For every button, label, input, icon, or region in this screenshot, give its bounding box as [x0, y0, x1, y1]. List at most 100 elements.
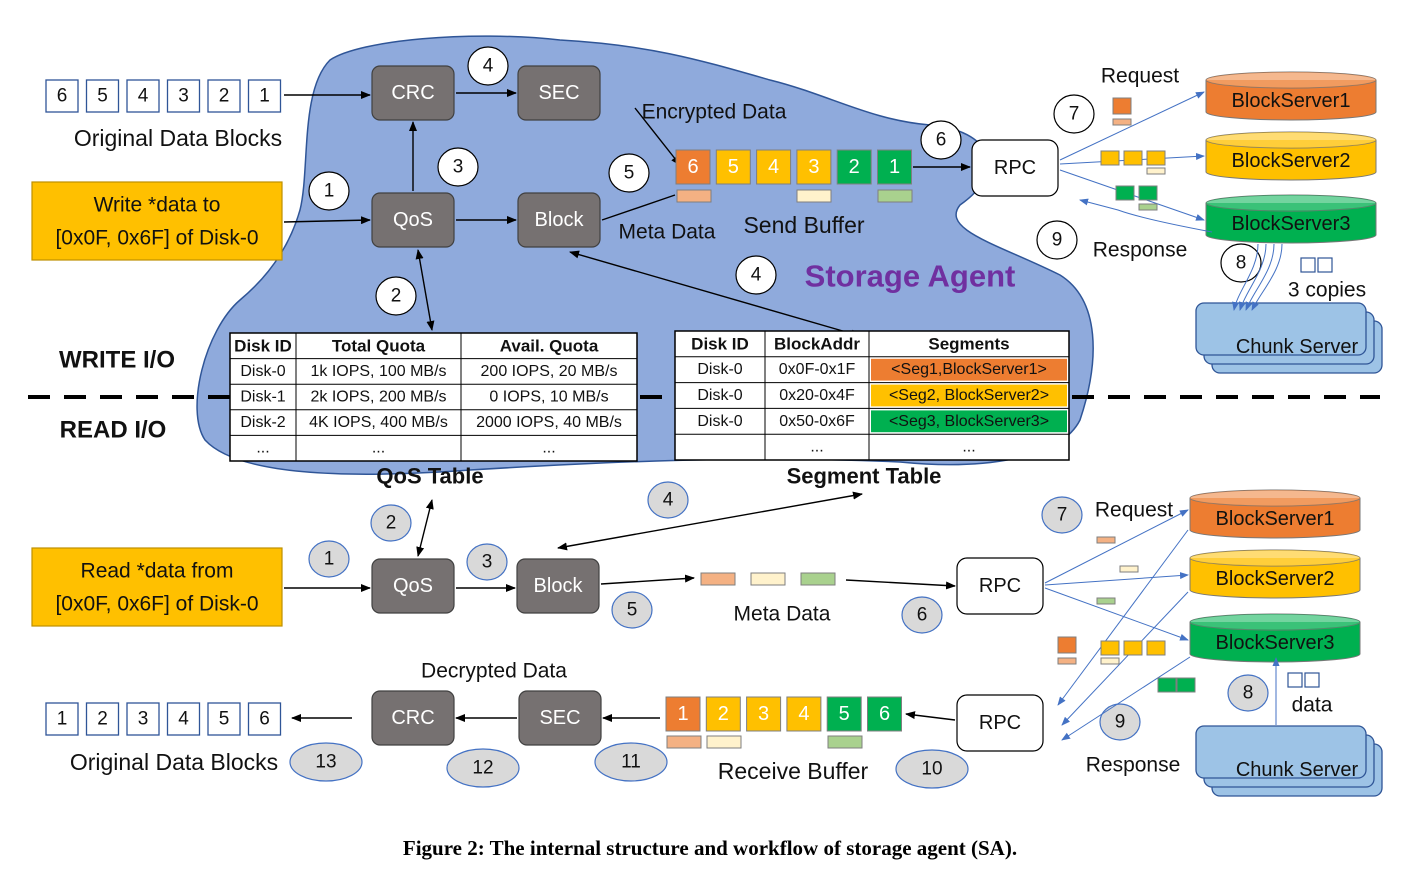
read-step-13	[289, 742, 363, 782]
replication-arrow	[1238, 243, 1267, 311]
read-step-12-number: 12	[472, 758, 493, 779]
read-arrow-meta-to-rpc	[845, 579, 956, 590]
read-request-box	[31, 547, 283, 627]
write-meta-data-label: Meta Data	[619, 221, 716, 244]
read-step-6-number: 6	[917, 605, 928, 626]
write-qos-box	[371, 192, 455, 248]
replication-arrow	[1232, 243, 1259, 311]
read-step-11-number: 11	[621, 752, 641, 773]
read-crc-box	[371, 690, 455, 746]
send-buffer-block-cell	[715, 149, 751, 185]
write-req-chip-yellow-meta	[1146, 167, 1166, 175]
send-buffer-block-cell	[675, 149, 711, 185]
read-step-1	[308, 540, 350, 578]
read-step-9-number: 9	[1115, 712, 1126, 733]
three-copies-label: 3 copies	[1288, 279, 1366, 302]
read-blockserver1-body	[1189, 498, 1361, 539]
write-original-block-value: 5	[97, 86, 108, 107]
read-sec-box-label: SEC	[539, 707, 580, 729]
write-req-chip-green-meta	[1138, 203, 1158, 211]
line-block-to-meta	[601, 194, 676, 221]
qos-table-header: Avail. Quota	[500, 336, 599, 355]
read-req-meta-2	[1119, 565, 1139, 573]
read-arrow-block-to-meta	[600, 574, 695, 585]
write-req-chip-yellow-2	[1123, 150, 1143, 166]
read-chunk-server-layer	[1195, 725, 1367, 779]
write-blockserver3-label: BlockServer3	[1232, 213, 1351, 235]
write-meta-chip-3	[877, 189, 913, 203]
read-bs3-response	[1061, 656, 1191, 741]
receive-meta-chip-1	[666, 735, 702, 749]
encrypted-data-label: Encrypted Data	[642, 101, 787, 124]
write-request-box-line2: [0x0F, 0x6F] of Disk-0	[55, 227, 258, 250]
write-meta-chip-2	[796, 189, 832, 203]
read-arrow-block-to-segtable	[557, 491, 863, 551]
write-step-9-number: 9	[1052, 230, 1063, 251]
read-step-11	[594, 742, 668, 782]
write-block-box	[517, 192, 601, 248]
write-sec-box-label: SEC	[538, 82, 579, 104]
segment-table-cell: 0x50-0x6F	[779, 413, 855, 430]
write-rpc-box-label: RPC	[994, 157, 1036, 179]
write-blockserver3-body	[1205, 203, 1377, 244]
read-resp-chip-yellow-2	[1123, 640, 1143, 656]
write-original-block-cell	[126, 79, 160, 113]
write-step-7	[1053, 94, 1095, 134]
read-bs2-response	[1061, 591, 1189, 726]
read-blockserver3-top-fill	[1190, 614, 1360, 630]
read-resp-chip-green-1	[1157, 677, 1177, 693]
qos-table-cell: ...	[372, 440, 385, 457]
segment-table-segment-fill	[871, 384, 1067, 407]
read-arrow-rpc-to-buffer	[905, 711, 956, 721]
receive-meta-chip-2	[706, 735, 742, 749]
write-blockserver2-top-fill	[1206, 132, 1376, 148]
data-square-1	[1287, 672, 1303, 688]
qos-table-cell: Disk-0	[240, 363, 285, 380]
read-blockserver2	[1189, 549, 1361, 599]
read-original-block-cell	[126, 702, 160, 736]
read-crc-box-label: CRC	[391, 707, 434, 729]
read-arrow-qos-to-qostable	[416, 499, 434, 557]
read-original-block-cell	[166, 702, 201, 736]
qos-table-cell: Disk-1	[240, 389, 285, 406]
write-step-4b-number: 4	[751, 265, 762, 286]
write-block-box-label: Block	[535, 209, 585, 231]
receive-buffer-label: Receive Buffer	[718, 758, 869, 784]
send-buffer-label: Send Buffer	[743, 212, 864, 238]
receive-buffer-block-value: 6	[879, 703, 890, 725]
write-step-5-number: 5	[624, 163, 635, 184]
segment-table-title: Segment Table	[787, 464, 942, 489]
write-original-block-value: 4	[138, 86, 149, 107]
write-step-8-number: 8	[1236, 253, 1247, 274]
write-step-7-number: 7	[1069, 104, 1080, 125]
write-response-label: Response	[1093, 239, 1188, 262]
read-resp-chip-yellow-3	[1146, 640, 1166, 656]
read-step-9	[1099, 703, 1141, 741]
read-original-block-value: 1	[57, 709, 68, 730]
copy-square-2	[1317, 257, 1333, 273]
segment-table-cell: <Seg3, BlockServer3>	[889, 413, 1049, 430]
read-step-3	[466, 543, 508, 581]
read-qos-box-label: QoS	[393, 575, 433, 597]
receive-buffer-block-cell	[826, 696, 862, 732]
data-square-2	[1304, 672, 1320, 688]
write-step-1	[308, 171, 350, 211]
read-blockserver2-top-fill	[1190, 550, 1360, 566]
read-original-block-cell	[207, 702, 241, 736]
segment-table-segment-fill	[871, 410, 1067, 433]
arrow-request-to-qos	[283, 216, 371, 225]
write-req-chip-yellow-1	[1100, 150, 1120, 166]
read-step-13-number: 13	[315, 752, 336, 773]
qos-table-cell: 2k IOPS, 200 MB/s	[310, 389, 446, 406]
qos-table-cell: Disk-2	[240, 414, 285, 431]
segment-table-cell: ...	[810, 439, 823, 456]
receive-buffer-block-value: 5	[839, 703, 850, 725]
segment-table-header: Disk ID	[691, 334, 749, 353]
read-request-box-line2: [0x0F, 0x6F] of Disk-0	[55, 593, 258, 616]
read-meta-data-label: Meta Data	[734, 603, 831, 626]
read-data-label: data	[1292, 694, 1333, 717]
send-buffer-block-cell	[796, 149, 832, 185]
read-chunk-server-label: Chunk Server	[1236, 759, 1359, 781]
read-bs1-response	[1057, 529, 1189, 706]
